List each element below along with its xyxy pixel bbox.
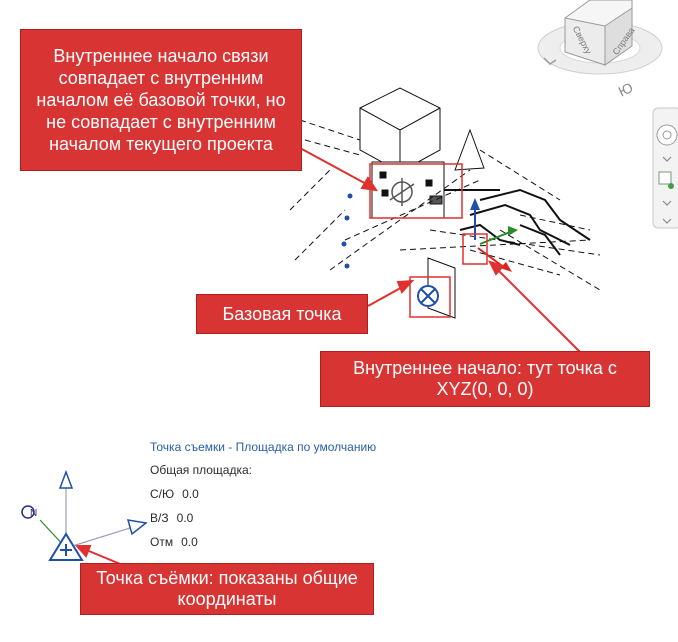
coord-label: Отм: [150, 535, 174, 549]
callout-base-point-text: Базовая точка: [222, 303, 342, 324]
callout-internal-origin: Внутреннее начало: тут точка с XYZ(0, 0,…: [320, 351, 650, 407]
viewcube-south-label[interactable]: Ю: [616, 79, 636, 99]
steering-wheel-icon[interactable]: [656, 124, 678, 146]
chevron-down-icon[interactable]: [662, 218, 672, 224]
coord-row-elev: Отм 0.0: [150, 535, 198, 549]
base-point-symbol[interactable]: [417, 285, 439, 307]
navigation-bar[interactable]: [652, 107, 678, 229]
coord-value[interactable]: 0.0: [181, 535, 198, 549]
callout-link-internal-origin-text: Внутреннее начало связи совпадает с внут…: [36, 46, 286, 154]
coord-label: В/З: [150, 511, 169, 525]
base-point-highlight: [409, 276, 451, 318]
coord-value[interactable]: 0.0: [182, 487, 199, 501]
internal-origin-highlight: [462, 233, 488, 265]
chevron-down-icon[interactable]: [662, 156, 672, 162]
survey-point-title: Точка съемки - Площадка по умолчанию: [150, 440, 377, 454]
callout-base-point: Базовая точка: [196, 294, 368, 334]
survey-point-symbol[interactable]: N: [21, 469, 148, 561]
callout-survey-point-text: Точка съёмки: показаны общие координаты: [96, 568, 358, 609]
coord-row-ew: В/З 0.0: [150, 511, 193, 525]
shared-site-label: Общая площадка:: [150, 463, 252, 477]
chevron-down-icon[interactable]: [662, 200, 672, 206]
callout-link-internal-origin: Внутреннее начало связи совпадает с внут…: [20, 29, 302, 171]
zoom-region-icon[interactable]: [658, 171, 672, 185]
viewcube[interactable]: Сверху Справа Ю: [537, 0, 663, 100]
linked-model: [289, 87, 601, 319]
viewcube-rotate-icon[interactable]: [543, 57, 557, 65]
north-arrow-label: N: [30, 508, 37, 519]
link-origin-highlight: [369, 163, 463, 219]
coord-label: С/Ю: [150, 487, 175, 501]
callout-survey-point: Точка съёмки: показаны общие координаты: [80, 563, 374, 615]
callout-arrows: [74, 147, 581, 569]
callout-internal-origin-text: Внутреннее начало: тут точка с XYZ(0, 0,…: [353, 358, 617, 399]
coord-value[interactable]: 0.0: [176, 511, 194, 525]
coord-row-ns: С/Ю 0.0: [150, 487, 199, 501]
